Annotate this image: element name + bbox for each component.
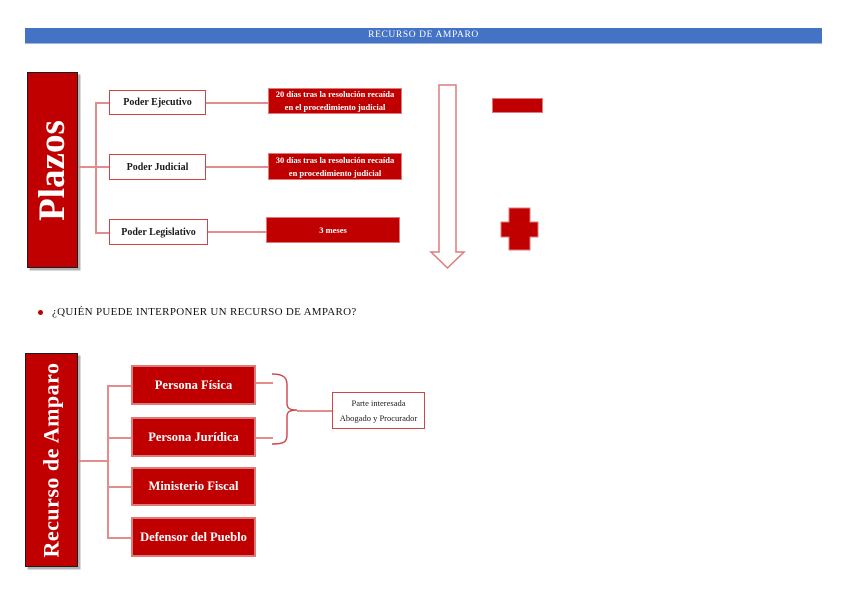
value-line: en el procedimiento judicial [284,102,386,112]
connector-line [207,231,268,233]
connector-line [95,166,109,168]
page-title-bar: RECURSO DE AMPARO [25,28,822,44]
value-line: 20 días tras la resolución recaída [275,89,395,100]
plazos-value-legislativo: 3 meses [266,217,400,243]
item-label: Ministerio Fiscal [148,479,239,493]
minus-icon [492,98,543,113]
amparo-root-label: Recurso de Amparo [38,362,64,558]
value-line: en procedimiento judicial [288,167,382,178]
curly-brace [271,373,298,445]
note-line: Parte interesada [351,398,406,408]
down-arrow-icon [429,84,466,270]
plazos-branch-judicial: Poder Judicial [109,154,206,180]
branch-label: Poder Legislativo [121,226,196,238]
amparo-item-persona-fisica: Persona Física [131,365,256,405]
note-line: Abogado y Procurador [339,413,418,423]
branch-label: Poder Judicial [126,161,189,173]
value-line: 30 días tras la resolución recaída [275,154,395,165]
plazos-branch-legislativo: Poder Legislativo [109,219,208,245]
note-box: Parte interesada Abogado y Procurador [332,392,425,429]
connector-line [107,537,131,539]
amparo-item-defensor-pueblo: Defensor del Pueblo [131,517,256,557]
connector-line [206,166,268,168]
item-label: Persona Jurídica [148,429,239,444]
plazos-value-judicial: 30 días tras la resolución recaída en pr… [268,153,402,180]
plazos-value-ejecutivo: 20 días tras la resolución recaída en el… [268,88,402,114]
amparo-item-ministerio-fiscal: Ministerio Fiscal [131,467,256,506]
branch-label: Poder Ejecutivo [123,97,192,108]
connector-line [256,437,273,439]
connector-line [256,382,273,384]
connector-line [78,166,95,168]
page-title: RECURSO DE AMPARO [368,30,479,40]
connector-line [107,385,109,538]
connector-line [206,102,268,104]
amparo-root-box: Recurso de Amparo [25,353,78,567]
connector-line [107,437,131,439]
connector-line [297,410,332,412]
plazos-root-box: Plazos [27,72,78,268]
connector-line [78,460,107,462]
connector-line [107,486,131,488]
connector-line [95,232,109,234]
plazos-root-label: Plazos [32,119,74,221]
value-line: 3 meses [319,224,347,235]
item-label: Persona Física [154,377,233,392]
plazos-branch-ejecutivo: Poder Ejecutivo [109,90,206,115]
amparo-item-persona-juridica: Persona Jurídica [131,417,256,457]
connector-line [107,385,131,387]
connector-line [95,102,109,104]
plus-icon [500,207,539,251]
bullet-dot [38,310,43,315]
item-label: Defensor del Pueblo [140,529,247,544]
question-text: ¿QUIÉN PUEDE INTERPONER UN RECURSO DE AM… [52,306,357,318]
